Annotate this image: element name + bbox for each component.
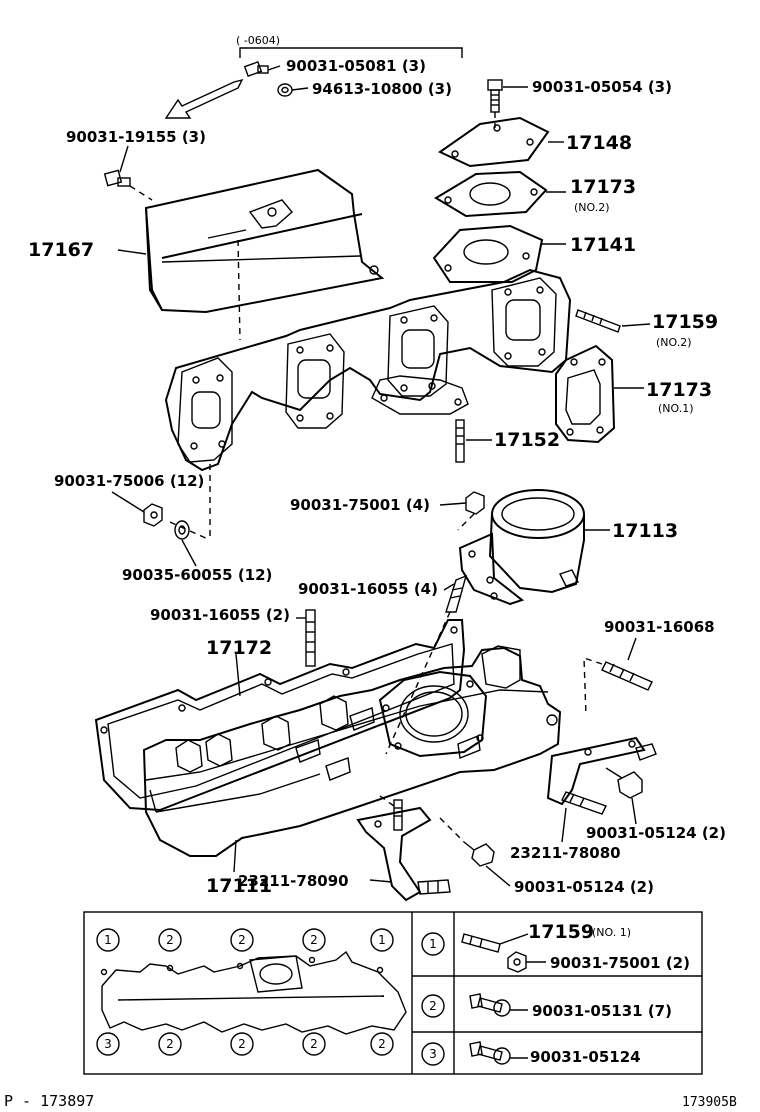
- label-90031-05124-b: 90031-05124 (2): [514, 878, 654, 896]
- label-17141: 17141: [570, 234, 636, 256]
- legend-marker: 2: [429, 999, 437, 1013]
- inset-top-marker: 1: [378, 933, 386, 947]
- inset-bottom-marker: 2: [310, 1037, 318, 1051]
- inset-manifold-outline-icon: [100, 950, 407, 1035]
- direction-arrow-icon: [164, 78, 244, 119]
- range-note-bracket: [239, 47, 463, 58]
- label-17173-no1-sub: (NO.1): [658, 402, 694, 415]
- inset-top-marker: 2: [238, 933, 246, 947]
- plate-17148-icon: [438, 116, 550, 168]
- heat-insulator-17167-icon: [144, 168, 385, 314]
- gasket-17173-no2-icon: [434, 170, 548, 218]
- label-23211-78080: 23211-78080: [510, 844, 621, 862]
- stud-17159-no1-icon: [461, 933, 501, 953]
- inset-top-markers: 1 2 2 2 1: [96, 928, 394, 952]
- label-17148: 17148: [566, 132, 632, 154]
- label-90031-05054: 90031-05054 (3): [532, 78, 672, 96]
- nut-90031-75006-icon: [143, 503, 163, 527]
- label-90031-16055-2: 90031-16055 (2): [150, 606, 290, 624]
- legend-part-90031-05131: 90031-05131 (7): [532, 1002, 672, 1020]
- inset-top-marker: 2: [310, 933, 318, 947]
- nut-90031-75001-icon: [465, 491, 485, 515]
- elbow-17113-icon: [458, 489, 585, 606]
- label-17167: 17167: [28, 239, 94, 261]
- label-90031-16055-4: 90031-16055 (4): [298, 580, 438, 598]
- label-94613-10800: 94613-10800 (3): [312, 80, 452, 98]
- label-17113: 17113: [612, 520, 678, 542]
- intake-manifold-17111-icon: [142, 645, 562, 857]
- stay-23211-78090-icon: [356, 806, 432, 902]
- legend-part-90031-05124: 90031-05124: [530, 1048, 641, 1066]
- bolt-90031-05131-icon: [469, 993, 511, 1017]
- legend-row-2: 2 90031-05131 (7): [421, 993, 672, 1020]
- stud-17152-icon: [455, 419, 465, 463]
- label-90031-75006: 90031-75006 (12): [54, 472, 204, 490]
- label-90031-05124-a: 90031-05124 (2): [586, 824, 726, 842]
- stay-23211-78080-icon: [546, 736, 646, 806]
- inset-bottom-marker: 2: [238, 1037, 246, 1051]
- bolt-90031-05054-icon: [487, 79, 503, 113]
- stud-17159-no2-icon: [575, 309, 621, 333]
- stud-90031-16068-icon: [601, 661, 653, 691]
- inset-box: [83, 911, 703, 1075]
- legend-row-3: 3 90031-05124: [421, 1041, 641, 1066]
- legend-part-90031-75001: 90031-75001 (2): [550, 954, 690, 972]
- stud-90031-16055-2-icon: [305, 609, 316, 667]
- label-17159-no2: 17159: [652, 311, 718, 333]
- label-90031-75001: 90031-75001 (4): [290, 496, 430, 514]
- label-90031-19155: 90031-19155 (3): [66, 128, 206, 146]
- stud-stay-icon: [561, 743, 657, 815]
- inset-bottom-marker: 2: [166, 1037, 174, 1051]
- washer-94613-10800-icon: [277, 83, 293, 97]
- inset-bottom-markers: 3 2 2 2 2: [96, 1032, 394, 1056]
- page-reference: P - 173897: [4, 1092, 94, 1110]
- label-17152: 17152: [494, 429, 560, 451]
- label-17173-no2-sub: (NO.2): [574, 201, 610, 214]
- label-17159-no2-sub: (NO.2): [656, 336, 692, 349]
- stud-90031-16055-4-icon: [445, 574, 468, 613]
- washer-90035-60055-icon: [174, 520, 190, 540]
- legend-marker: 3: [429, 1047, 437, 1061]
- label-17173-no2: 17173: [570, 176, 636, 198]
- inset-top-marker: 2: [166, 933, 174, 947]
- inset-bottom-marker: 3: [104, 1037, 112, 1051]
- exhaust-manifold-17141-icon: [164, 224, 572, 472]
- legend-marker: 1: [429, 937, 437, 951]
- label-90031-05081: 90031-05081 (3): [286, 57, 426, 75]
- bolt-90031-05124-legend-icon: [469, 1041, 511, 1065]
- nut-90031-75001-legend-icon: [507, 951, 527, 973]
- gasket-17172-icon: [94, 619, 466, 812]
- stud-23211-78090-icon: [393, 799, 451, 895]
- drawing-id: 173905B: [682, 1095, 737, 1110]
- legend-part-17159: 17159: [528, 921, 594, 943]
- range-note: ( -0604): [236, 34, 280, 47]
- bolt-90031-05124-b-icon: [463, 841, 495, 867]
- label-17111: 17111: [206, 875, 272, 897]
- label-17173-no1: 17173: [646, 379, 712, 401]
- bolt-90031-05081-icon: [243, 61, 269, 77]
- label-23211-78090: 23211-78090: [238, 872, 349, 890]
- bolt-90031-19155-icon: [103, 169, 131, 187]
- inset-bottom-marker: 2: [378, 1037, 386, 1051]
- legend-part-17159-sub: (NO. 1): [592, 926, 631, 939]
- legend-row-1: 1 17159 (NO. 1) 90031-75001 (2): [421, 921, 690, 973]
- label-17172: 17172: [206, 637, 272, 659]
- inset-top-marker: 1: [104, 933, 112, 947]
- bolt-90031-05124-a-icon: [605, 767, 643, 799]
- gasket-17173-no1-icon: [555, 344, 616, 444]
- label-90035-60055: 90035-60055 (12): [122, 566, 272, 584]
- label-90031-16068: 90031-16068: [604, 618, 715, 636]
